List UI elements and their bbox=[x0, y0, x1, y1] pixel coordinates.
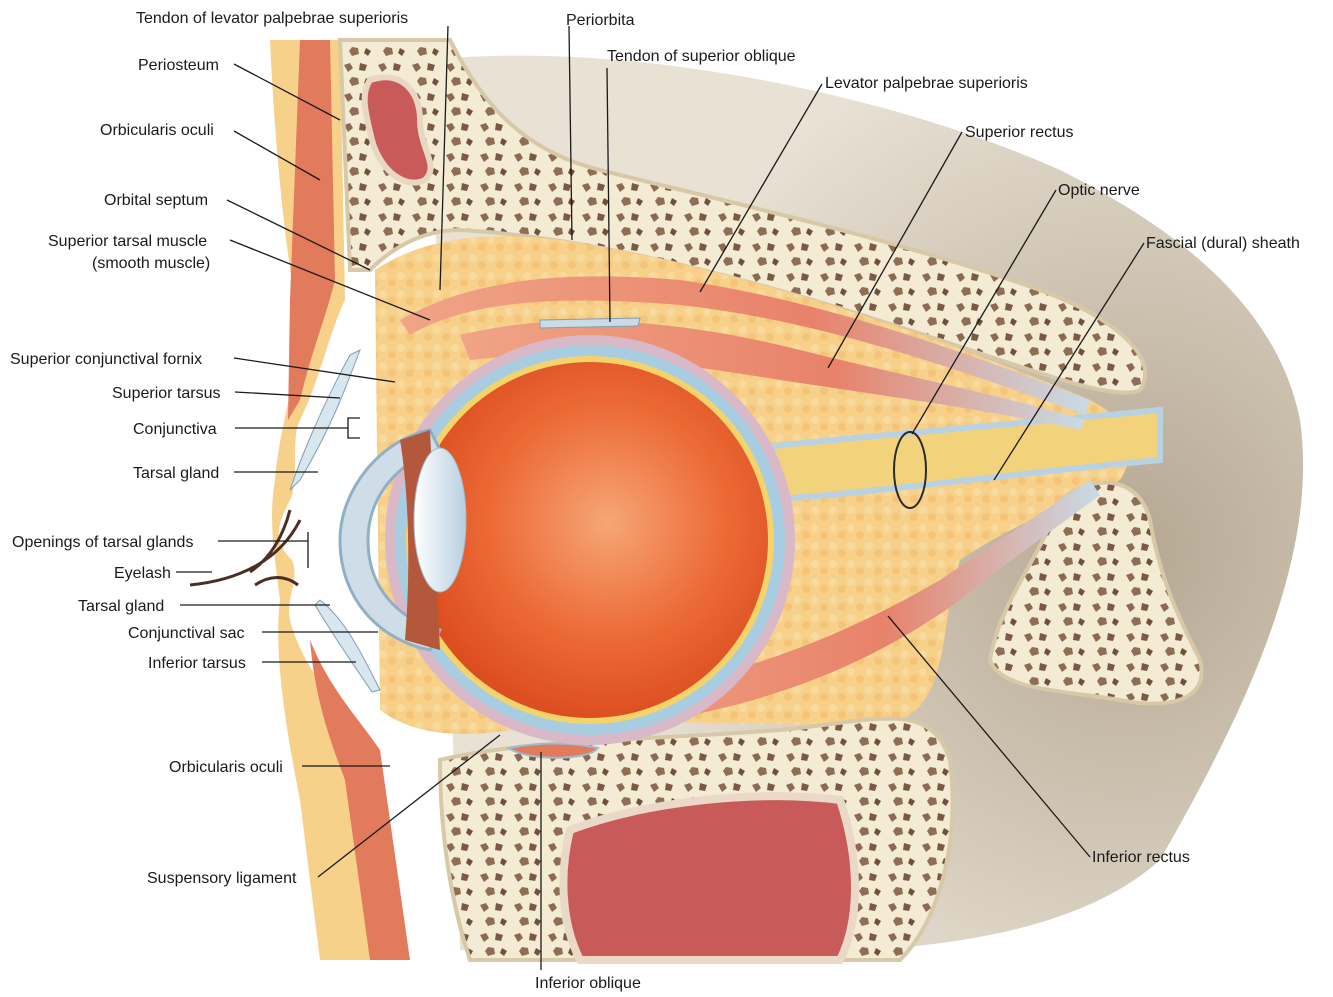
label-periorbita: Periorbita bbox=[566, 12, 635, 29]
maxillary-sinus bbox=[563, 796, 855, 960]
label-tarsal-gland-lower: Tarsal gland bbox=[78, 598, 164, 615]
label-inferior-oblique: Inferior oblique bbox=[535, 975, 641, 992]
label-superior-tarsal-muscle-note: (smooth muscle) bbox=[92, 255, 210, 272]
label-orbital-septum: Orbital septum bbox=[104, 192, 208, 209]
superior-oblique-tendon-shape bbox=[540, 318, 640, 328]
label-superior-tarsal-muscle: Superior tarsal muscle bbox=[48, 233, 207, 250]
label-superior-conjunctival-fornix: Superior conjunctival fornix bbox=[10, 351, 202, 368]
label-periosteum: Periosteum bbox=[138, 57, 219, 74]
label-tarsal-gland-upper: Tarsal gland bbox=[133, 465, 219, 482]
label-tendon-superior-oblique: Tendon of superior oblique bbox=[607, 48, 796, 65]
label-orbicularis-oculi-upper: Orbicularis oculi bbox=[100, 122, 214, 139]
label-optic-nerve: Optic nerve bbox=[1058, 182, 1140, 199]
label-inferior-tarsus: Inferior tarsus bbox=[148, 655, 246, 672]
label-superior-tarsus: Superior tarsus bbox=[112, 385, 221, 402]
label-inferior-rectus: Inferior rectus bbox=[1092, 849, 1190, 866]
label-levator-palpebrae: Levator palpebrae superioris bbox=[825, 75, 1028, 92]
lens bbox=[414, 448, 466, 592]
label-orbicularis-oculi-lower: Orbicularis oculi bbox=[169, 759, 283, 776]
label-tendon-levator: Tendon of levator palpebrae superioris bbox=[136, 10, 408, 27]
label-fascial-sheath: Fascial (dural) sheath bbox=[1146, 235, 1300, 252]
label-suspensory-ligament: Suspensory ligament bbox=[147, 870, 297, 887]
label-conjunctival-sac: Conjunctival sac bbox=[128, 625, 245, 642]
label-conjunctiva: Conjunctiva bbox=[133, 421, 217, 438]
label-eyelash: Eyelash bbox=[114, 565, 171, 582]
label-superior-rectus: Superior rectus bbox=[965, 124, 1074, 141]
label-openings-tarsal-glands: Openings of tarsal glands bbox=[12, 534, 193, 551]
